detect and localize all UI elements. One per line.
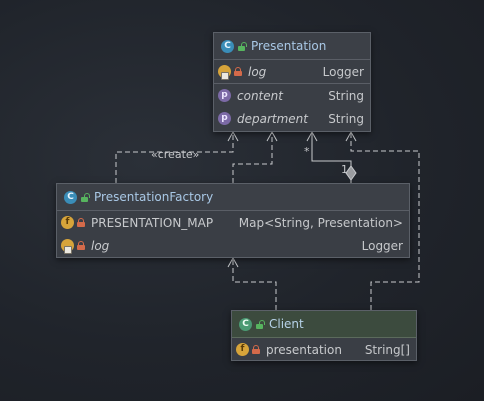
property-name: content [237,88,283,103]
class-icon: C [64,190,77,204]
class-header: C PresentationFactory [57,184,409,211]
arrowhead-client-presentation [345,130,357,142]
class-presentation-factory[interactable]: C PresentationFactory f PRESENTATION_MAP… [56,183,410,258]
field-type: String[] [364,342,410,357]
private-lock-icon [234,67,242,76]
static-field-icon: f [61,216,74,229]
field-name: log [91,238,110,253]
private-lock-icon [252,345,260,354]
field-type: Map<String, Presentation> [238,215,403,230]
edge-dependency-client-factory [232,258,277,310]
arrowhead-dependency-factory [266,130,278,142]
public-icon [238,41,247,51]
static-field-icon [218,65,231,80]
class-name: PresentationFactory [94,190,214,204]
property-row[interactable]: p content String [214,83,370,107]
class-header: C Presentation [214,33,370,60]
static-field-icon: f [236,343,249,356]
property-type: String [328,111,364,126]
field-type: Logger [322,64,364,79]
aggregation-diamond [345,165,357,181]
multiplicity-many: * [304,145,310,158]
class-header: C Client [232,311,416,338]
private-lock-icon [77,241,85,250]
field-name: log [248,64,267,79]
class-client[interactable]: C Client f presentation String[] [231,310,417,361]
static-field-icon [61,239,74,254]
class-name: Presentation [251,39,327,53]
field-name: PRESENTATION_MAP [91,215,214,230]
main-class-icon: C [239,317,252,331]
field-row[interactable]: f PRESENTATION_MAP Map<String, Presentat… [57,211,409,234]
field-type: Logger [361,238,403,253]
property-type: String [328,88,364,103]
field-name: presentation [266,342,342,357]
property-icon: p [218,89,231,102]
multiplicity-one: 1 [341,163,348,176]
field-row[interactable]: log Logger [214,60,370,83]
field-row[interactable]: log Logger [57,234,409,257]
arrowhead-create [227,130,239,142]
property-icon: p [218,112,231,125]
field-row[interactable]: f presentation String[] [232,338,416,361]
public-icon [256,319,265,329]
property-name: department [237,111,308,126]
arrowhead-client-factory [227,256,239,268]
public-icon [81,192,90,202]
class-icon: C [221,39,234,53]
private-lock-icon [77,218,85,227]
arrowhead-aggregation [306,130,318,142]
class-presentation[interactable]: C Presentation log Logger p content Stri… [213,32,371,132]
edge-dependency-factory-presentation [232,132,273,183]
class-name: Client [269,317,304,331]
edge-create-factory-presentation [115,132,234,183]
create-label: «create» [151,148,200,161]
property-row[interactable]: p department String [214,107,370,130]
